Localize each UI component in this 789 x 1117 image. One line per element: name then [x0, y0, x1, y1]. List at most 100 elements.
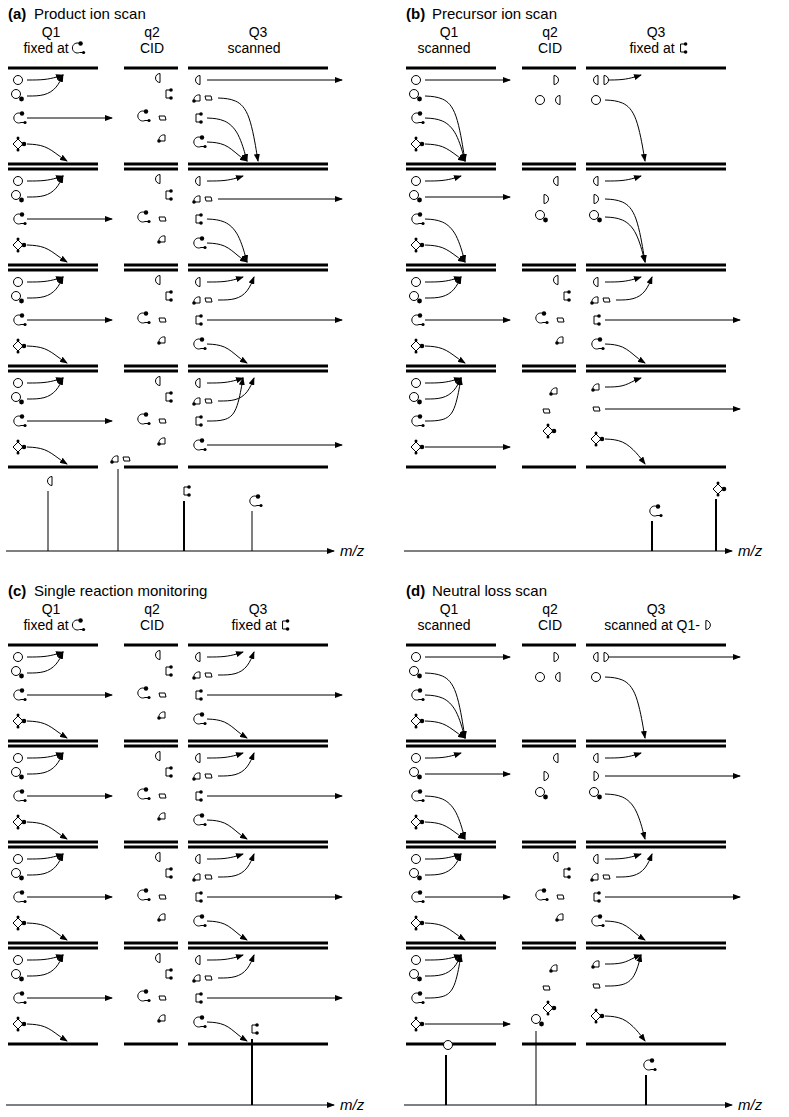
ion-dot — [19, 299, 24, 304]
ion-dot — [286, 627, 290, 631]
ion-dot — [20, 890, 24, 894]
ion-path-arrow — [27, 346, 67, 363]
ion-symbol — [123, 457, 130, 461]
ion-symbol — [14, 177, 23, 186]
ion-path-arrow — [207, 118, 247, 161]
quadrupole-rod — [522, 942, 576, 945]
ion-outline — [196, 417, 200, 425]
ion-dot — [19, 674, 24, 679]
ion-dot — [200, 337, 204, 341]
ion-outline — [592, 339, 599, 349]
ion-dot — [415, 714, 418, 717]
ion-outline — [543, 409, 550, 413]
ion-path-arrow — [27, 652, 63, 673]
ion-dot — [199, 423, 203, 427]
quadrupole-rod — [124, 264, 178, 267]
ion-symbol — [192, 196, 200, 204]
ion-dot — [169, 867, 173, 871]
ion-symbol — [166, 766, 173, 778]
ion-symbol — [196, 891, 203, 903]
ion-outline — [166, 667, 170, 675]
ion-path-arrow — [605, 344, 645, 363]
ion-symbol — [14, 313, 27, 326]
ion-outline — [196, 215, 200, 223]
ion-outline — [138, 313, 145, 323]
ion-path-arrow — [218, 98, 258, 161]
ion-symbol — [138, 412, 151, 425]
ion-outline — [196, 792, 200, 800]
ion-outline — [536, 788, 545, 797]
ion-dot — [199, 891, 203, 895]
ion-dot — [597, 891, 601, 895]
ion-outline — [594, 177, 599, 186]
ion-outline — [412, 214, 419, 224]
ion-path-arrow — [218, 753, 254, 776]
ion-symbol — [12, 667, 24, 679]
axis-label: m/z — [340, 1096, 364, 1113]
ion-outline — [194, 440, 201, 450]
ion-dot — [421, 424, 424, 427]
ion-dot — [255, 1023, 259, 1027]
ion-outline — [412, 416, 419, 426]
ion-symbol — [12, 191, 24, 203]
panel-title: Precursor ion scan — [432, 5, 557, 22]
ion-dot — [157, 442, 161, 446]
ion-symbol — [411, 137, 424, 152]
ion-outline — [196, 76, 201, 85]
ion-dot — [415, 351, 418, 354]
ion-dot — [653, 1068, 656, 1071]
ion-path-arrow — [27, 822, 67, 839]
ion-outline — [681, 44, 685, 52]
ion-path-arrow — [425, 80, 510, 81]
ion-symbol — [192, 874, 200, 882]
ion-outline — [556, 673, 561, 682]
ion-symbol — [412, 212, 425, 225]
ion-symbol — [157, 813, 165, 821]
ion-dot — [23, 698, 26, 701]
ion-symbol — [14, 111, 27, 124]
ion-outline — [159, 116, 166, 120]
quadrupole-rod — [586, 740, 726, 743]
quadrupole-rod — [522, 466, 576, 469]
ion-outline — [12, 292, 21, 301]
ion-outline — [14, 653, 23, 662]
ion-outline — [592, 916, 599, 926]
ion-outline — [410, 667, 419, 676]
ion-dot — [169, 88, 173, 92]
ion-dot — [144, 888, 148, 892]
spectrum-peak — [715, 499, 717, 551]
ion-path-arrow — [425, 197, 510, 198]
ion-symbol — [194, 1015, 207, 1028]
ion-symbol — [594, 278, 599, 287]
quadrupole-rod — [124, 67, 178, 70]
spectrum-peak — [445, 1055, 447, 1105]
mz-axis — [6, 1104, 334, 1105]
ion-path-arrow — [207, 998, 342, 999]
ion-path-arrow — [207, 921, 247, 940]
ion-outline — [543, 426, 553, 436]
ion-dot — [539, 1022, 544, 1027]
ion-symbol — [410, 970, 422, 982]
ion-symbol — [166, 665, 173, 677]
ion-path-arrow — [605, 439, 645, 464]
ion-path-arrow — [425, 144, 465, 161]
ion-symbol — [603, 298, 610, 302]
ion-outline — [412, 791, 419, 801]
ion-path-arrow — [616, 854, 652, 877]
ion-symbol — [544, 772, 549, 781]
ion-dot — [415, 238, 418, 241]
ion-symbol — [410, 667, 422, 679]
column-mode: fixed at — [629, 40, 674, 56]
ion-dot — [199, 1000, 203, 1004]
ion-outline — [12, 667, 21, 676]
ion-dot — [169, 673, 173, 677]
ion-path-arrow — [207, 796, 342, 797]
ion-symbol — [594, 177, 599, 186]
quadrupole-rod — [406, 947, 496, 950]
ion-dot — [22, 719, 27, 724]
ion-dot — [597, 322, 601, 326]
ion-outline — [156, 752, 161, 761]
quadrupole-rod — [124, 1043, 178, 1046]
ion-dot — [199, 992, 203, 996]
